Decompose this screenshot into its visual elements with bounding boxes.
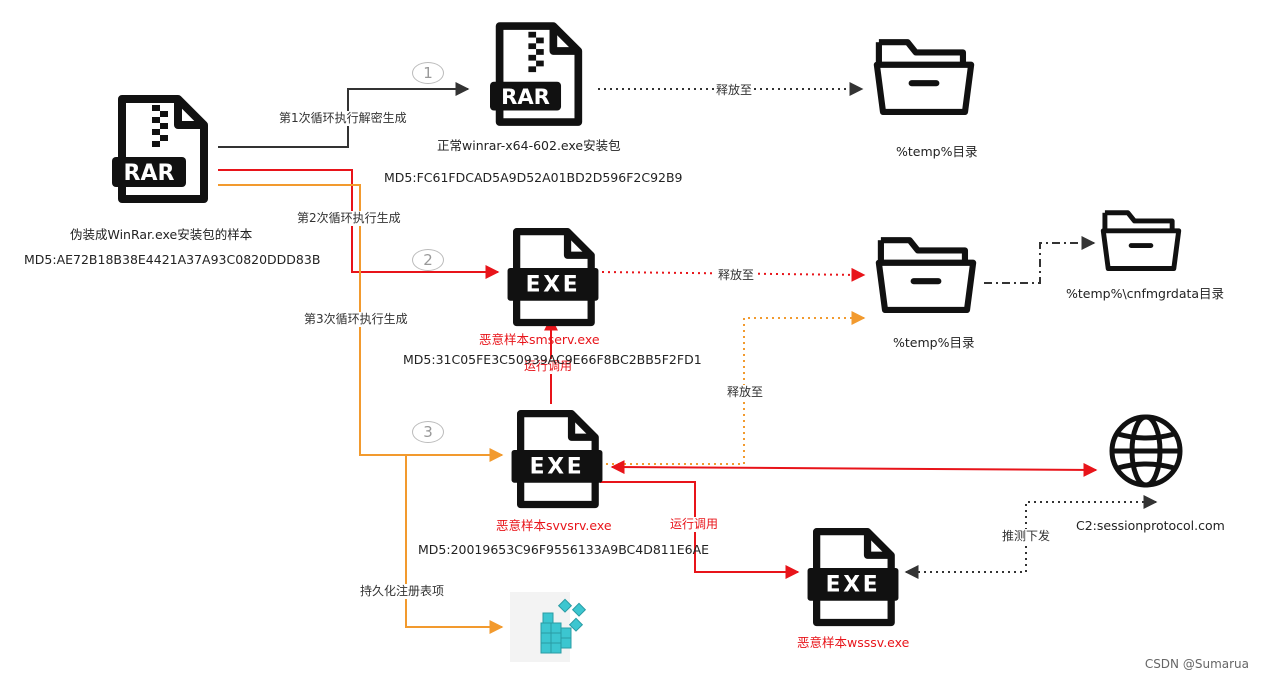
label-release2: 释放至: [716, 268, 757, 284]
edge-c2-link: [610, 460, 1098, 477]
temp2-name: %temp%目录: [893, 335, 975, 350]
edge-temp-to-cnfmgr: [984, 236, 1096, 284]
label-release3: 释放至: [725, 385, 766, 401]
label-loop2: 第2次循环执行生成: [295, 211, 403, 227]
label-run1: 运行调用: [522, 359, 575, 375]
globe-icon: [1109, 414, 1183, 488]
wsssv-name: 恶意样本wsssv.exe: [797, 635, 910, 650]
smserv-exe-icon: [508, 232, 599, 323]
temp1-folder-icon: [877, 42, 971, 112]
smserv-md5: MD5:31C05FE3C50939AC9E66F8BC2BB5F2FD1: [403, 352, 702, 367]
edge-push: [904, 495, 1158, 579]
label-run2: 运行调用: [668, 517, 721, 533]
step-2-badge: 2: [412, 249, 444, 271]
label-loop1: 第1次循环执行解密生成: [277, 111, 409, 127]
svvsrv-exe-icon: [512, 414, 603, 505]
temp1-name: %temp%目录: [896, 144, 978, 159]
label-loop3: 第3次循环执行生成: [302, 312, 410, 328]
winrar-rar-icon: [490, 26, 578, 122]
watermark: CSDN @Sumarua: [1144, 657, 1249, 671]
label-push: 推测下发: [1000, 529, 1053, 545]
smserv-name: 恶意样本smserv.exe: [479, 332, 600, 347]
sample-rar-icon: [112, 99, 204, 199]
edge-release2: [601, 267, 866, 282]
cnfmgr-folder-icon: [1103, 213, 1178, 269]
label-persist: 持久化注册表项: [358, 584, 447, 600]
sample-md5: MD5:AE72B18B38E4421A37A93C0820DDD83B: [24, 252, 321, 267]
registry-icon: [510, 592, 587, 662]
winrar-md5: MD5:FC61FDCAD5A9D52A01BD2D596F2C92B9: [384, 170, 683, 185]
cnfmgr-name: %temp%\cnfmgrdata目录: [1066, 286, 1225, 301]
step-3-badge: 3: [412, 421, 444, 443]
label-release1: 释放至: [714, 83, 755, 99]
step-1-badge: 1: [412, 62, 444, 84]
sample-name: 伪装成WinRar.exe安装包的样本: [70, 227, 253, 242]
temp2-folder-icon: [879, 240, 973, 310]
c2-name: C2:sessionprotocol.com: [1076, 518, 1225, 533]
svvsrv-md5: MD5:20019653C96F9556133A9BC4D811E6AE: [418, 542, 710, 557]
winrar-name: 正常winrar-x64-602.exe安装包: [437, 138, 621, 153]
svvsrv-name: 恶意样本svvsrv.exe: [496, 518, 612, 533]
wsssv-exe-icon: [808, 532, 899, 623]
edge-persist: [405, 455, 504, 634]
